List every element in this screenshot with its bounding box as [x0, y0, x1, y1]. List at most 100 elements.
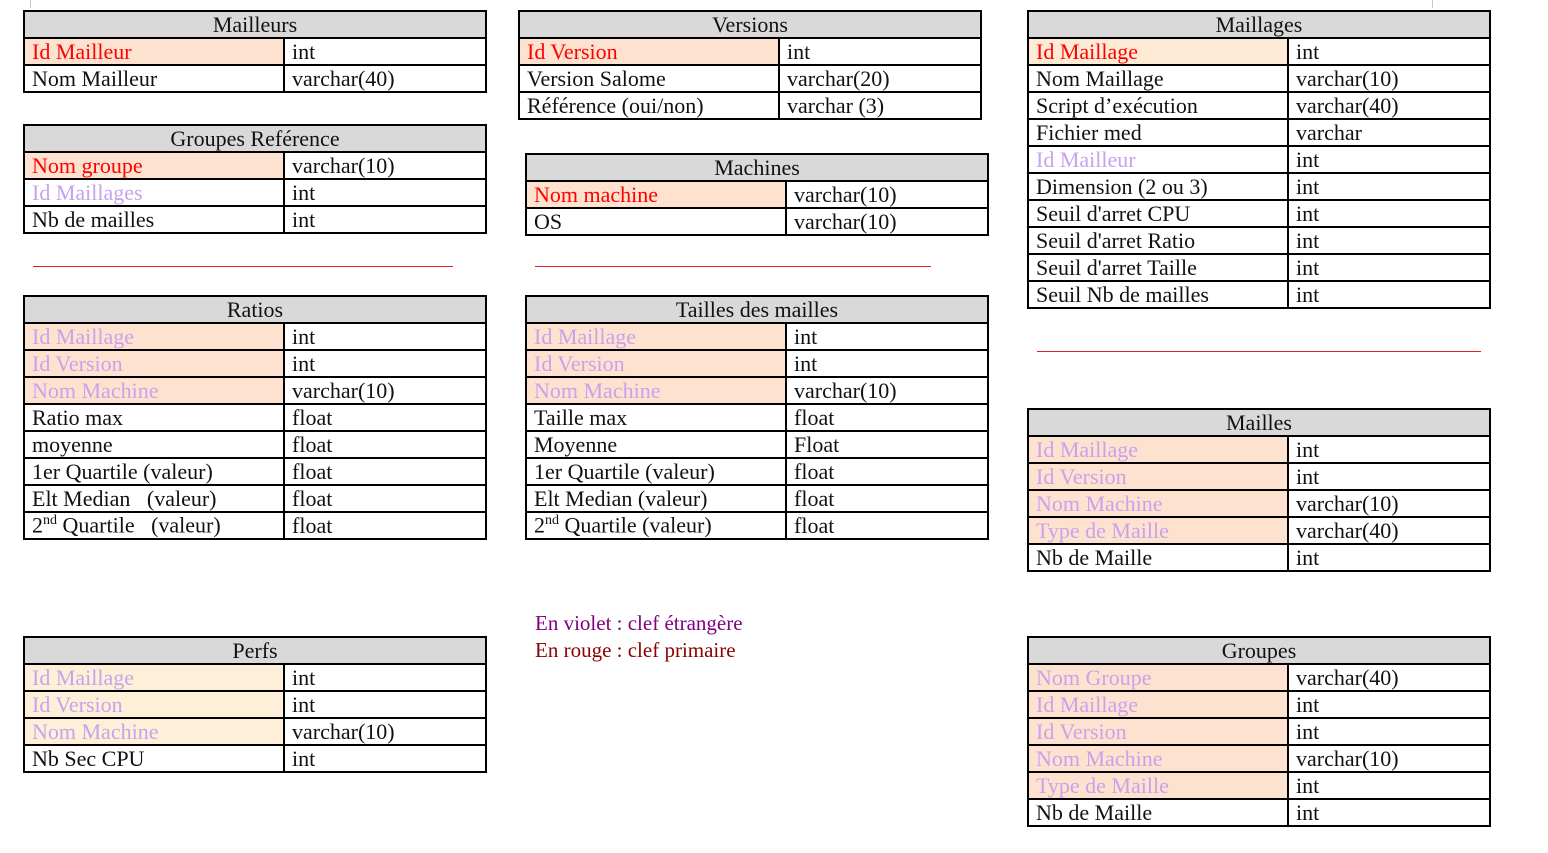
field-name: 1er Quartile (valeur): [23, 457, 285, 486]
field-name: Id Maillage: [1027, 435, 1289, 464]
table-row: Script d’exécution varchar(40): [1027, 91, 1491, 120]
field-type: int: [1287, 172, 1491, 201]
field-type: float: [785, 403, 989, 432]
table-row: Seuil d'arret CPU int: [1027, 199, 1491, 228]
field-name: Nom Machine: [1027, 744, 1289, 773]
field-name: Fichier med: [1027, 118, 1289, 147]
table-row: Id Version int: [518, 37, 982, 66]
table-row: Id Maillage int: [1027, 690, 1491, 719]
field-type: varchar(10): [1287, 64, 1491, 93]
field-type: int: [283, 205, 487, 234]
field-name: Id Mailleur: [1027, 145, 1289, 174]
table-row: 1er Quartile (valeur) float: [23, 457, 487, 486]
field-type: int: [1287, 226, 1491, 255]
field-type: int: [1287, 435, 1491, 464]
field-name: Moyenne: [525, 430, 787, 459]
table-title: Ratios: [23, 295, 487, 324]
table-row: 2nd Quartile (valeur) float: [23, 511, 487, 540]
field-type: float: [785, 484, 989, 513]
field-type: Float: [785, 430, 989, 459]
table-row: Nb de mailles int: [23, 205, 487, 234]
field-type: varchar(40): [283, 64, 487, 93]
crop-mark-top-left: [30, 0, 31, 8]
table-row: Elt Median (valeur) float: [525, 484, 989, 513]
table-row: Id Maillage int: [1027, 435, 1491, 464]
table-title: Perfs: [23, 636, 487, 665]
table-row: Référence (oui/non) varchar (3): [518, 91, 982, 120]
field-name: Id Maillage: [1027, 690, 1289, 719]
table-row: Nom Maillage varchar(10): [1027, 64, 1491, 93]
field-type: int: [785, 349, 989, 378]
field-type: int: [1287, 543, 1491, 572]
field-type: int: [283, 349, 487, 378]
table-row: Taille max float: [525, 403, 989, 432]
field-name: Script d’exécution: [1027, 91, 1289, 120]
field-name: Ratio max: [23, 403, 285, 432]
field-type: varchar(10): [1287, 744, 1491, 773]
field-type: int: [785, 322, 989, 351]
field-type: int: [778, 37, 982, 66]
field-name: Seuil d'arret CPU: [1027, 199, 1289, 228]
field-name: OS: [525, 207, 787, 236]
table-tailles: Tailles des mailles Id Maillage int Id V…: [525, 295, 989, 540]
table-mailles: Mailles Id Maillage int Id Version int N…: [1027, 408, 1491, 572]
table-row: Nb de Maille int: [1027, 798, 1491, 827]
field-type: varchar(10): [283, 151, 487, 180]
field-name: Seuil Nb de mailles: [1027, 280, 1289, 309]
field-type: float: [785, 457, 989, 486]
field-name: Nb de Maille: [1027, 798, 1289, 827]
table-ratios: Ratios Id Maillage int Id Version int No…: [23, 295, 487, 540]
table-row: Nom Machine varchar(10): [1027, 744, 1491, 773]
table-machines: Machines Nom machine varchar(10) OS varc…: [525, 153, 989, 236]
field-type: int: [1287, 145, 1491, 174]
table-maillages: Maillages Id Maillage int Nom Maillage v…: [1027, 10, 1491, 309]
table-row: Id Maillage int: [1027, 37, 1491, 66]
field-name: Nb de mailles: [23, 205, 285, 234]
field-name: Id Version: [23, 690, 285, 719]
field-type: int: [1287, 253, 1491, 282]
table-row: Id Maillages int: [23, 178, 487, 207]
field-name: Nb Sec CPU: [23, 744, 285, 773]
field-name: Seuil d'arret Ratio: [1027, 226, 1289, 255]
field-name: Id Version: [518, 37, 780, 66]
field-name: Référence (oui/non): [518, 91, 780, 120]
field-name: Nom groupe: [23, 151, 285, 180]
field-name: Id Maillage: [23, 322, 285, 351]
table-row: Id Version int: [1027, 717, 1491, 746]
field-type: int: [1287, 37, 1491, 66]
field-type: varchar(10): [283, 717, 487, 746]
field-name: Id Mailleur: [23, 37, 285, 66]
table-row: Id Mailleur int: [1027, 145, 1491, 174]
table-row: Id Maillage int: [23, 322, 487, 351]
field-name: 2nd Quartile (valeur): [23, 511, 285, 540]
table-title: Tailles des mailles: [525, 295, 989, 324]
field-name: Nom Groupe: [1027, 663, 1289, 692]
table-row: Seuil Nb de mailles int: [1027, 280, 1491, 309]
field-name: Id Maillages: [23, 178, 285, 207]
table-row: Seuil d'arret Taille int: [1027, 253, 1491, 282]
table-row: Dimension (2 ou 3) int: [1027, 172, 1491, 201]
table-row: Id Maillage int: [525, 322, 989, 351]
field-name: Nom Maillage: [1027, 64, 1289, 93]
field-name: Version Salome: [518, 64, 780, 93]
field-type: float: [283, 457, 487, 486]
field-type: varchar(10): [785, 180, 989, 209]
field-name: Id Maillage: [1027, 37, 1289, 66]
table-groupes-reference: Groupes Reférence Nom groupe varchar(10)…: [23, 124, 487, 234]
field-name: 2nd Quartile (valeur): [525, 511, 787, 540]
field-type: varchar(10): [785, 376, 989, 405]
field-name: Nom Machine: [1027, 489, 1289, 518]
table-title: Groupes: [1027, 636, 1491, 665]
table-row: Nb de Maille int: [1027, 543, 1491, 572]
field-name: 1er Quartile (valeur): [525, 457, 787, 486]
table-row: Nom Machine varchar(10): [23, 376, 487, 405]
table-title: Mailleurs: [23, 10, 487, 39]
table-groupes: Groupes Nom Groupe varchar(40) Id Mailla…: [1027, 636, 1491, 827]
table-row: 1er Quartile (valeur) float: [525, 457, 989, 486]
field-name: Elt Median (valeur): [23, 484, 285, 513]
table-row: moyenne float: [23, 430, 487, 459]
table-row: Type de Maille varchar(40): [1027, 516, 1491, 545]
table-perfs: Perfs Id Maillage int Id Version int Nom…: [23, 636, 487, 773]
field-type: float: [785, 511, 989, 540]
field-name: Type de Maille: [1027, 771, 1289, 800]
